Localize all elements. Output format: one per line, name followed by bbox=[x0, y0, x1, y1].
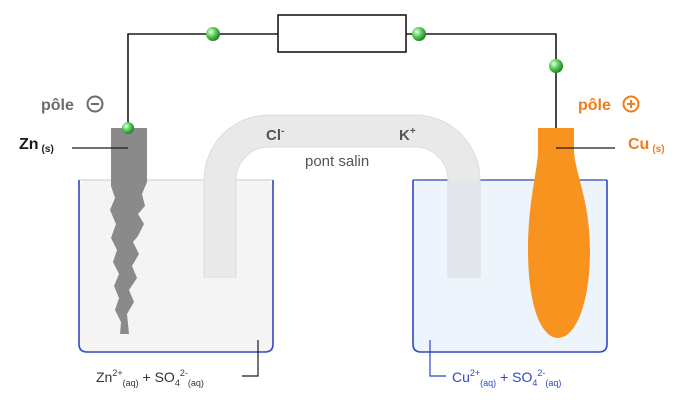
zinc-label: Zn(s) bbox=[19, 136, 54, 155]
zn-solution-label: Zn2+(aq) + SO42-(aq) bbox=[96, 368, 204, 388]
negative-pole-label: pôle bbox=[41, 97, 74, 114]
wire-node bbox=[122, 122, 134, 134]
circuit-wire bbox=[127, 33, 557, 128]
cu-solution-label: Cu2+(aq) + SO42-(aq) bbox=[452, 368, 561, 388]
wire-node bbox=[412, 27, 426, 41]
zinc-electrode bbox=[110, 128, 147, 334]
chloride-ion-label: Cl- bbox=[266, 126, 284, 144]
potassium-ion-label: K+ bbox=[399, 126, 416, 144]
resistor bbox=[277, 14, 407, 53]
cu-beaker bbox=[412, 180, 608, 353]
positive-pole-label: pôle bbox=[578, 97, 611, 114]
copper-label: Cu(s) bbox=[628, 136, 665, 155]
copper-electrode bbox=[528, 128, 590, 338]
salt-bridge-label: pont salin bbox=[305, 153, 369, 170]
zn-beaker bbox=[78, 180, 274, 353]
wire-node bbox=[206, 27, 220, 41]
wire-node bbox=[549, 59, 563, 73]
salt-bridge-right-tint bbox=[448, 181, 480, 277]
cu-solution-leader bbox=[429, 340, 446, 377]
negative-pole-icon bbox=[86, 95, 104, 113]
positive-pole-icon bbox=[622, 95, 640, 113]
zn-solution bbox=[79, 180, 273, 352]
zn-solution-leader bbox=[242, 340, 259, 377]
